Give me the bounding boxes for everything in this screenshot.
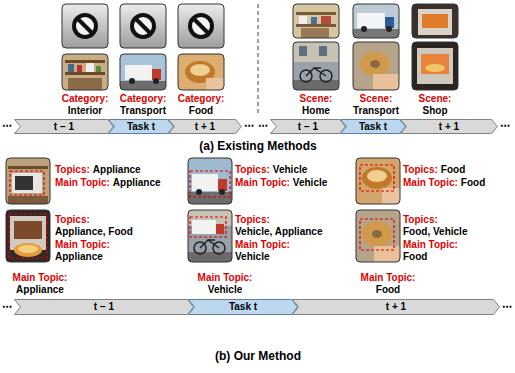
street-photo xyxy=(293,42,339,90)
subfigure-caption: (a) Existing Methods xyxy=(199,139,316,154)
ellipsis-mark: ⋯ xyxy=(2,120,12,132)
ellipsis-mark: ⋯ xyxy=(500,120,510,132)
value-label: Transport xyxy=(120,105,166,117)
transport-photo xyxy=(353,4,399,38)
value-label: Vehicle xyxy=(208,284,242,296)
food-photo xyxy=(353,42,399,90)
step-label: Task t xyxy=(127,121,155,133)
field-label: Main Topic: xyxy=(235,239,290,251)
timeline-step: t + 1 xyxy=(292,299,500,315)
field-label: Topics: xyxy=(403,164,438,176)
chevron-outline xyxy=(293,300,500,315)
food-photo xyxy=(356,158,400,204)
value-label: Food xyxy=(441,164,465,176)
value-label: Food xyxy=(461,177,485,189)
ellipsis-mark: ⋯ xyxy=(258,120,268,132)
transport-photo xyxy=(120,54,166,90)
field-label: Scene: xyxy=(419,93,452,105)
field-label: Main Topic: xyxy=(55,177,110,189)
greyed-image xyxy=(62,4,108,48)
value-label: Food xyxy=(403,251,427,263)
timeline-step: Task t xyxy=(340,119,406,134)
food-photo xyxy=(178,54,224,90)
field-label: Main Topic: xyxy=(361,272,416,284)
field-label: Topics: xyxy=(55,214,90,226)
step-label: t + 1 xyxy=(386,301,406,313)
timeline-step: t − 1 xyxy=(14,119,114,134)
field-label: Main Topic: xyxy=(198,272,253,284)
step-label: t − 1 xyxy=(94,301,114,313)
greyed-image xyxy=(178,4,224,48)
field-label: Topics: xyxy=(55,164,90,176)
field-label: Topics: xyxy=(235,164,270,176)
step-label: Task t xyxy=(359,121,387,133)
value-label: Appliance xyxy=(16,284,64,296)
divider-line xyxy=(258,4,259,113)
appliance-photo xyxy=(6,158,50,204)
oven-photo xyxy=(6,210,50,262)
timeline-step: Task t xyxy=(188,299,298,315)
value-label: Vehicle, Appliance xyxy=(235,226,322,238)
field-label: Category: xyxy=(120,93,167,105)
timeline-step: t + 1 xyxy=(168,119,242,134)
ellipsis-mark: ⋯ xyxy=(244,120,254,132)
timeline-step: t + 1 xyxy=(400,119,498,134)
value-label: Vehicle xyxy=(293,177,327,189)
chevron-outline xyxy=(189,300,298,315)
timeline-step: Task t xyxy=(108,119,174,134)
step-label: Task t xyxy=(229,301,257,313)
value-label: Food xyxy=(376,284,400,296)
home-photo xyxy=(293,4,339,38)
shop-photo xyxy=(412,4,458,38)
field-label: Main Topic: xyxy=(13,272,68,284)
greyed-image xyxy=(120,4,166,48)
value-label: Appliance xyxy=(113,177,161,189)
value-label: Interior xyxy=(68,105,102,117)
transport-photo xyxy=(188,158,232,204)
value-label: Shop xyxy=(423,105,448,117)
subfigure-caption: (b) Our Method xyxy=(215,349,301,364)
field-label: Category: xyxy=(62,93,109,105)
chevron-outline xyxy=(271,120,346,134)
step-label: t + 1 xyxy=(439,121,459,133)
chevron-outline xyxy=(169,120,242,134)
field-label: Scene: xyxy=(300,93,333,105)
value-label: Vehicle xyxy=(273,164,307,176)
chevron-outline xyxy=(401,120,498,134)
value-label: Appliance, Food xyxy=(55,226,133,238)
field-label: Main Topic: xyxy=(403,239,458,251)
field-label: Main Topic: xyxy=(55,239,110,251)
step-label: t − 1 xyxy=(54,121,74,133)
chevron-outline xyxy=(341,120,406,134)
value-label: Food xyxy=(189,105,213,117)
street-photo xyxy=(188,210,232,262)
field-label: Scene: xyxy=(360,93,393,105)
ellipsis-mark: ⋯ xyxy=(2,301,12,313)
chevron-outline xyxy=(15,300,194,315)
step-label: t − 1 xyxy=(298,121,318,133)
field-label: Topics: xyxy=(235,214,270,226)
field-label: Main Topic: xyxy=(235,177,290,189)
field-label: Main Topic: xyxy=(403,177,458,189)
chevron-outline xyxy=(15,120,114,134)
timeline-step: t − 1 xyxy=(14,299,194,315)
oven-photo xyxy=(412,42,458,90)
chevron-outline xyxy=(109,120,174,134)
interior-photo xyxy=(62,54,108,90)
ellipsis-mark: ⋯ xyxy=(502,301,512,313)
field-label: Topics: xyxy=(403,214,438,226)
value-label: Transport xyxy=(353,105,399,117)
value-label: Vehicle xyxy=(235,251,269,263)
value-label: Food, Vehicle xyxy=(403,226,467,238)
food-photo xyxy=(356,210,400,262)
value-label: Home xyxy=(302,105,330,117)
value-label: Appliance xyxy=(93,164,141,176)
field-label: Category: xyxy=(178,93,225,105)
value-label: Appliance xyxy=(55,251,103,263)
step-label: t + 1 xyxy=(195,121,215,133)
timeline-step: t − 1 xyxy=(270,119,346,134)
